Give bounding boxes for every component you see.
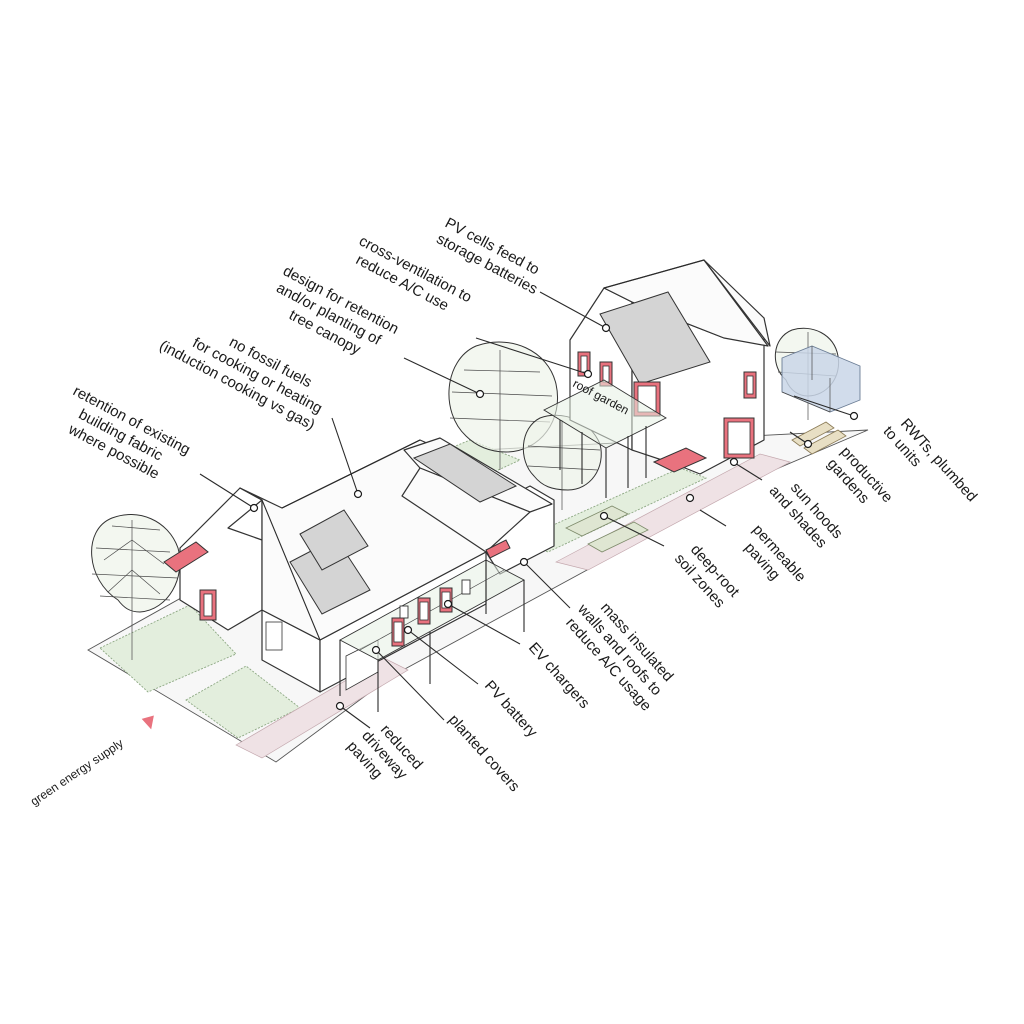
pv-panel-rear bbox=[412, 443, 518, 503]
label-retention-fabric: retention of existing building fabric wh… bbox=[65, 383, 193, 483]
label-permeable: permeable paving bbox=[741, 521, 809, 585]
driveway-paving bbox=[235, 657, 409, 759]
soil-bed-2 bbox=[587, 521, 649, 553]
roof-garden bbox=[543, 379, 667, 449]
pv-panel-main-2 bbox=[299, 509, 369, 571]
legend-text: green energy supply bbox=[28, 736, 126, 808]
label-rwts: RWTs, plumbed to units bbox=[880, 415, 981, 505]
sun-hood bbox=[652, 447, 708, 473]
ev-charger bbox=[461, 579, 471, 595]
front-lawn-left bbox=[99, 604, 237, 693]
label-ev: EV chargers bbox=[525, 639, 593, 712]
label-reduced: reduced driveway paving bbox=[344, 721, 426, 783]
single-storey-house bbox=[163, 437, 555, 693]
pv-battery bbox=[399, 605, 409, 619]
label-deep-root: deep-root soil zones bbox=[671, 541, 743, 611]
legend: green energy supply bbox=[28, 715, 154, 808]
productive-bed-2 bbox=[803, 429, 847, 455]
label-ev-1: EV chargers bbox=[525, 639, 593, 712]
legend-swatch-triangle bbox=[141, 715, 154, 730]
pv-panel-upper bbox=[599, 291, 711, 385]
label-productive: productive gardens bbox=[824, 443, 896, 507]
front-door bbox=[265, 621, 283, 651]
tree-left bbox=[91, 514, 181, 660]
soil-bed-1 bbox=[565, 505, 629, 537]
two-storey-house bbox=[543, 259, 771, 498]
leader-lines bbox=[199, 291, 855, 729]
rainwater-tanks bbox=[781, 345, 861, 413]
leader-dots bbox=[249, 323, 859, 711]
label-planted-1: planted covers bbox=[445, 711, 523, 795]
label-planted: planted covers bbox=[445, 711, 523, 795]
label-pv-battery-1: PV battery bbox=[481, 677, 541, 741]
tree-center bbox=[448, 341, 558, 470]
carport-planted-cover bbox=[339, 559, 525, 712]
label-pv-battery: PV battery bbox=[481, 677, 541, 741]
